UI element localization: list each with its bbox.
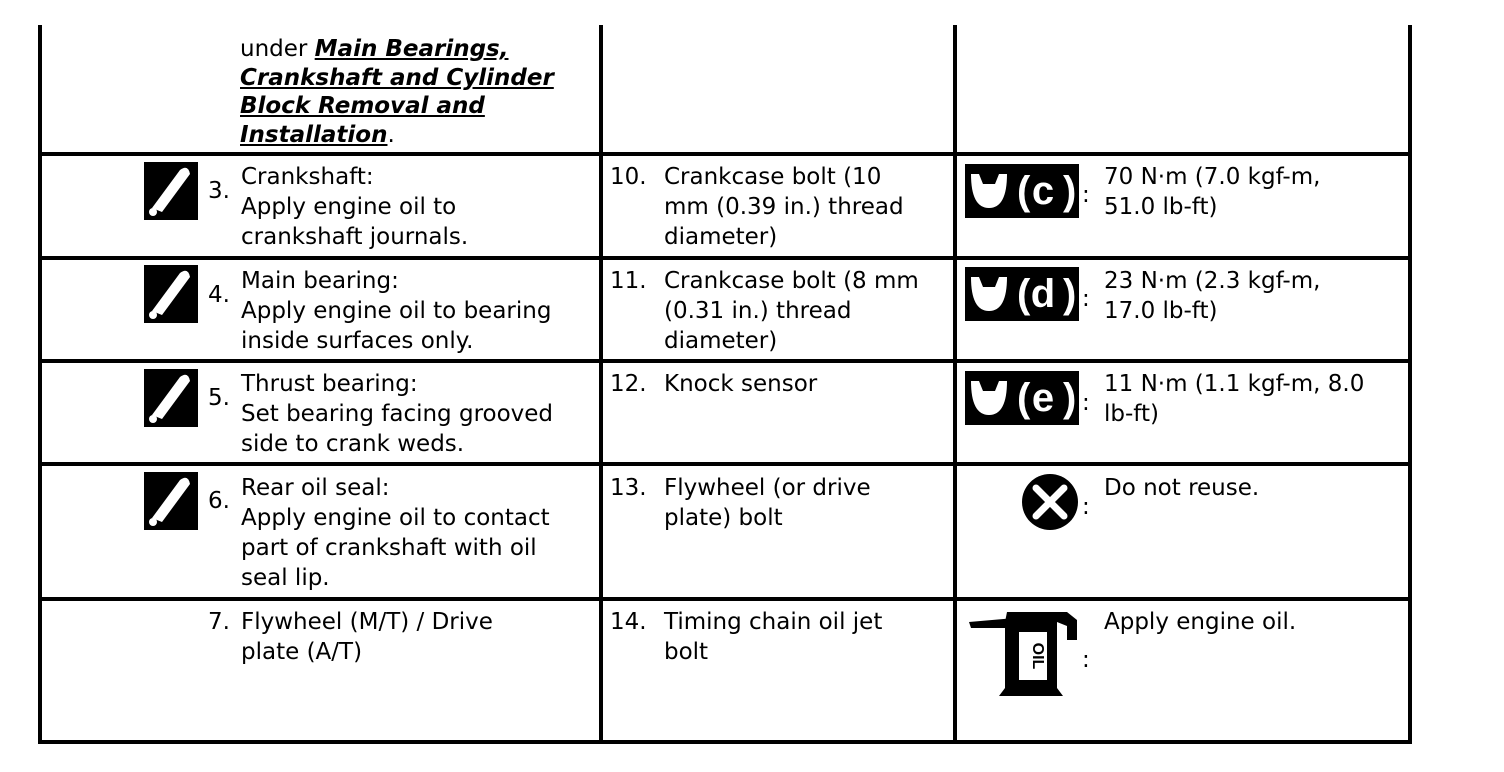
main-bearings-link-line4[interactable]: Installation [240,122,388,148]
legend-text: Do not reuse. [1104,475,1260,501]
row-divider-2 [38,256,1412,260]
legend-text: lb-ft) [1104,401,1159,427]
item-line: part of crankshaft with oil [241,535,537,561]
intro-suffix: . [387,122,395,148]
item-line: bolt [664,639,709,665]
item-line: crankshaft journals. [241,224,469,250]
item-line: diameter) [664,224,778,250]
item-line: side to crank weds. [241,431,465,457]
lube-pen-icon [144,162,198,220]
item-number: 4. [208,282,230,308]
lube-pen-icon [144,265,198,323]
legend-text: 23 N·m (2.3 kgf-m, [1104,268,1321,294]
item-line: Rear oil seal: [241,475,390,501]
lube-pen-icon [144,369,198,427]
item-number: 12. [610,371,647,397]
column-divider-2 [953,25,957,743]
table-border-left [38,25,42,743]
item-line: Flywheel (or drive [664,475,871,501]
main-bearings-link-line3[interactable]: Block Removal and [240,93,485,119]
item-line: (0.31 in.) thread [664,298,852,324]
svg-text:): ) [1063,169,1076,213]
legend-text: 70 N·m (7.0 kgf-m, [1104,164,1321,190]
item-line: diameter) [664,328,778,354]
item-number: 5. [208,385,230,411]
lube-pen-icon [144,472,198,530]
main-bearings-link-line2[interactable]: Crankshaft and Cylinder [240,65,554,91]
item-line: Thrust bearing: [241,371,418,397]
item-line: Knock sensor [664,371,818,397]
svg-text:(: ( [1017,272,1031,316]
item-line: Main bearing: [241,268,399,294]
item-line: Crankshaft: [241,164,374,190]
oil-can-icon: OIL [967,608,1079,698]
torque-letter: e [1032,376,1054,420]
table-border-bottom [38,740,1412,744]
item-line: Apply engine oil to bearing [241,298,552,324]
row-divider-5 [38,597,1412,601]
torque-wrench-icon: d ( ) [965,267,1079,321]
row-divider-1 [38,152,1412,156]
torque-wrench-icon: c ( ) [965,164,1079,218]
item-line: Apply engine oil to [241,194,457,220]
item-number: 13. [610,475,647,501]
item-line: mm (0.39 in.) thread [664,194,904,220]
item-line: plate (A/T) [241,639,363,665]
item-line: Crankcase bolt (8 mm [664,268,919,294]
do-not-reuse-icon [1021,473,1079,531]
legend-colon: : [1082,182,1090,208]
item-line: seal lip. [241,565,330,591]
torque-wrench-icon: e ( ) [965,371,1079,425]
svg-text:): ) [1063,376,1076,420]
item-line: Apply engine oil to contact [241,505,550,531]
row-divider-4 [38,462,1412,466]
legend-text: 17.0 lb-ft) [1104,298,1218,324]
svg-text:): ) [1063,272,1076,316]
column-divider-1 [599,25,603,743]
svg-text:(: ( [1017,376,1031,420]
table-border-right [1408,25,1412,743]
legend-colon: : [1082,286,1090,312]
legend-colon: : [1082,494,1090,520]
legend-colon: : [1082,390,1090,416]
item-number: 10. [610,164,647,190]
item-number: 7. [208,609,230,635]
item-number: 6. [208,488,230,514]
item-line: Flywheel (M/T) / Drive [241,609,493,635]
legend-colon: : [1082,647,1090,673]
torque-letter: d [1031,272,1055,316]
legend-text: Apply engine oil. [1104,609,1297,635]
item-line: Set bearing facing grooved [241,401,554,427]
item-number: 11. [610,268,647,294]
intro-prefix: under [240,36,315,62]
item-line: inside surfaces only. [241,328,474,354]
main-bearings-link[interactable]: Main Bearings, [314,36,509,62]
item-line: plate) bolt [664,505,783,531]
legend-text: 51.0 lb-ft) [1104,194,1218,220]
row-divider-3 [38,359,1412,363]
item-number: 3. [208,178,230,204]
item-line: Timing chain oil jet [664,609,883,635]
intro-last-line: Installation. [240,120,395,150]
intro-text: under Main Bearings, [240,34,509,64]
item-number: 14. [610,609,647,635]
oil-label: OIL [1029,643,1046,670]
item-line: Crankcase bolt (10 [664,164,882,190]
legend-text: 11 N·m (1.1 kgf-m, 8.0 [1104,371,1365,397]
torque-letter: c [1032,169,1054,213]
svg-text:(: ( [1017,169,1031,213]
